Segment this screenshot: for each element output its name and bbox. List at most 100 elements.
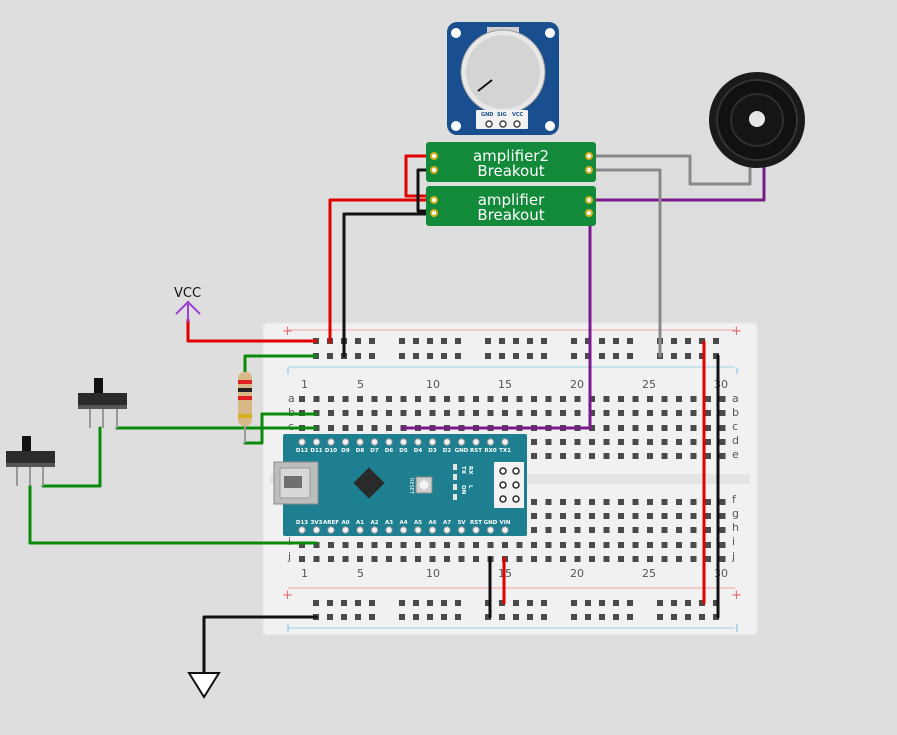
breadboard-hole[interactable] [632,425,639,431]
arduino-pin[interactable] [399,438,408,446]
breadboard-hole[interactable] [413,353,419,359]
breadboard-hole[interactable] [676,453,682,459]
breadboard-hole[interactable] [502,542,508,548]
breadboard-hole[interactable] [574,439,581,445]
breadboard-hole[interactable] [400,556,407,562]
breadboard-hole[interactable] [699,600,705,606]
breadboard-hole[interactable] [719,439,726,445]
breadboard-hole[interactable] [502,396,508,402]
breadboard-hole[interactable] [369,600,375,606]
arduino-pin[interactable] [370,526,379,534]
speaker[interactable] [709,72,805,168]
breadboard-hole[interactable] [647,527,653,533]
breadboard-hole[interactable] [685,600,691,606]
breadboard-hole[interactable] [499,614,505,620]
breadboard-hole[interactable] [429,556,436,562]
arduino-pin[interactable] [385,438,393,446]
breadboard-hole[interactable] [589,542,595,548]
breadboard-hole[interactable] [441,338,447,344]
slide-switch-1[interactable] [78,378,127,428]
breadboard-hole[interactable] [585,353,591,359]
breadboard-hole[interactable] [342,556,349,562]
breadboard-hole[interactable] [545,542,552,548]
breadboard-hole[interactable] [647,513,653,519]
breadboard-hole[interactable] [313,556,320,562]
arduino-pin[interactable] [298,438,306,446]
breadboard-hole[interactable] [574,542,581,548]
breadboard-hole[interactable] [705,513,711,519]
breadboard-hole[interactable] [341,600,347,606]
breadboard-hole[interactable] [328,396,334,402]
breadboard-hole[interactable] [589,513,595,519]
breadboard-hole[interactable] [719,425,726,431]
breadboard-hole[interactable] [618,542,624,548]
amplifier2-breakout[interactable]: amplifier2 Breakout [426,142,596,182]
breadboard-hole[interactable] [357,556,363,562]
breadboard-hole[interactable] [487,410,494,416]
breadboard-hole[interactable] [516,410,523,416]
breadboard-hole[interactable] [560,439,566,445]
breadboard-hole[interactable] [661,542,668,548]
breadboard-hole[interactable] [599,600,605,606]
breadboard-hole[interactable] [705,542,711,548]
breadboard-hole[interactable] [618,396,624,402]
breadboard-hole[interactable] [676,410,682,416]
breadboard-hole[interactable] [455,338,461,344]
breadboard-hole[interactable] [355,614,361,620]
breadboard-hole[interactable] [369,614,375,620]
breadboard-hole[interactable] [355,353,361,359]
breadboard-hole[interactable] [531,556,537,562]
breadboard-hole[interactable] [545,556,552,562]
breadboard-hole[interactable] [342,396,349,402]
breadboard-hole[interactable] [613,338,619,344]
breadboard-hole[interactable] [458,396,465,402]
breadboard-hole[interactable] [690,396,697,402]
breadboard-hole[interactable] [455,600,461,606]
breadboard-hole[interactable] [671,338,677,344]
breadboard-hole[interactable] [603,513,610,519]
breadboard-hole[interactable] [676,425,682,431]
breadboard-hole[interactable] [516,396,523,402]
breadboard-hole[interactable] [386,425,392,431]
breadboard-hole[interactable] [560,453,566,459]
breadboard-hole[interactable] [328,410,334,416]
breadboard-hole[interactable] [671,600,677,606]
breadboard-hole[interactable] [386,556,392,562]
breadboard-hole[interactable] [661,396,668,402]
breadboard-hole[interactable] [719,453,726,459]
breadboard-hole[interactable] [545,499,552,505]
breadboard-hole[interactable] [429,410,436,416]
breadboard-hole[interactable] [632,396,639,402]
breadboard-hole[interactable] [713,614,719,620]
breadboard-hole[interactable] [632,527,639,533]
breadboard-hole[interactable] [560,542,566,548]
breadboard-hole[interactable] [647,556,653,562]
breadboard-hole[interactable] [357,396,363,402]
breadboard-hole[interactable] [487,396,494,402]
breadboard-hole[interactable] [327,353,333,359]
breadboard-hole[interactable] [328,425,334,431]
breadboard-hole[interactable] [676,527,682,533]
arduino-pin[interactable] [399,526,408,534]
breadboard-hole[interactable] [531,453,537,459]
breadboard-hole[interactable] [441,600,447,606]
breadboard-hole[interactable] [545,410,552,416]
breadboard-hole[interactable] [705,453,711,459]
breadboard-hole[interactable] [574,556,581,562]
breadboard-hole[interactable] [618,499,624,505]
breadboard-hole[interactable] [603,542,610,548]
breadboard-hole[interactable] [574,499,581,505]
arduino-pin[interactable] [501,526,509,534]
breadboard-hole[interactable] [328,556,334,562]
arduino-pin[interactable] [472,526,480,534]
breadboard-hole[interactable] [618,453,624,459]
breadboard-hole[interactable] [499,600,505,606]
breadboard-hole[interactable] [574,527,581,533]
breadboard-hole[interactable] [444,542,450,548]
breadboard-hole[interactable] [545,439,552,445]
breadboard-hole[interactable] [415,542,421,548]
breadboard-hole[interactable] [618,410,624,416]
breadboard-hole[interactable] [560,410,566,416]
breadboard-hole[interactable] [371,556,378,562]
